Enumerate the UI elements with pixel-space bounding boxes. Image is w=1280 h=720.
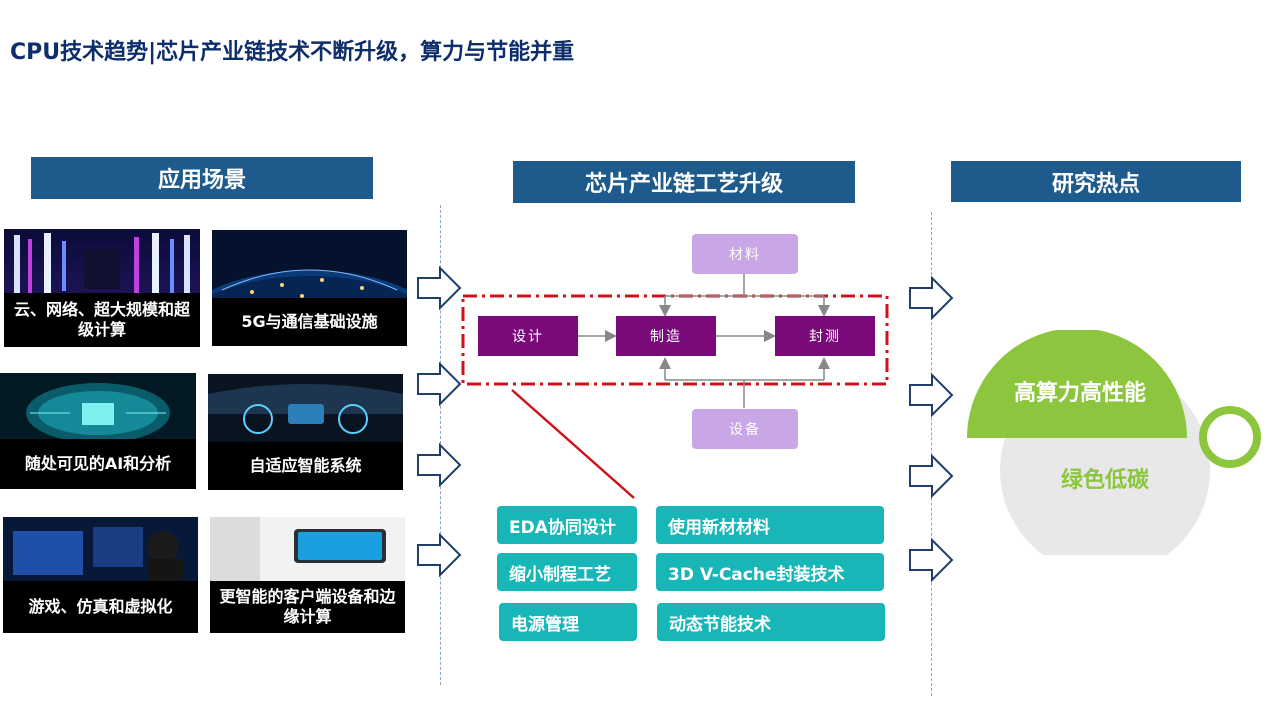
arrow-right-icon xyxy=(417,266,462,310)
section-header-process: 芯片产业链工艺升级 xyxy=(513,161,855,203)
flow-node-manufacture: 制造 xyxy=(616,316,716,356)
scenario-label: 5G与通信基础设施 xyxy=(212,298,407,346)
flow-node-packaging: 封测 xyxy=(775,316,875,356)
flow-node-design: 设计 xyxy=(478,316,578,356)
scenario-tile-edge: 更智能的客户端设备和边缘计算 xyxy=(210,517,405,633)
section-header-applications: 应用场景 xyxy=(31,157,373,199)
arrow-right-icon xyxy=(417,362,462,406)
scenario-tile-adaptive: 自适应智能系统 xyxy=(208,374,403,490)
arrow-right-icon xyxy=(909,454,954,498)
arrow-right-icon xyxy=(417,443,462,487)
scenario-label: 游戏、仿真和虚拟化 xyxy=(3,581,198,633)
arrow-right-icon xyxy=(909,276,954,320)
scenario-label: 云、网络、超大规模和超级计算 xyxy=(4,293,200,347)
arrow-right-icon xyxy=(417,533,462,577)
research-graphic xyxy=(967,330,1261,555)
flow-node-material: 材料 xyxy=(692,234,798,274)
page-title: CPU技术趋势|芯片产业链技术不断升级，算力与节能并重 xyxy=(10,40,575,65)
scenario-label: 随处可见的AI和分析 xyxy=(0,439,196,489)
scenario-tile-ai: 随处可见的AI和分析 xyxy=(0,373,196,489)
research-high-performance: 高算力高性能 xyxy=(1013,381,1146,406)
arrow-right-icon xyxy=(909,373,954,417)
research-green: 绿色低碳 xyxy=(1060,468,1149,493)
scenario-tile-gaming: 游戏、仿真和虚拟化 xyxy=(3,517,198,633)
flow-node-equipment: 设备 xyxy=(692,409,798,449)
tech-item: 3D V-Cache封装技术 xyxy=(656,553,884,591)
tech-item: 电源管理 xyxy=(499,603,637,641)
flow-connectors xyxy=(461,274,889,499)
scenario-label: 更智能的客户端设备和边缘计算 xyxy=(210,581,405,633)
tech-item: 缩小制程工艺 xyxy=(497,553,637,591)
tech-item: 动态节能技术 xyxy=(657,603,885,641)
section-header-research: 研究热点 xyxy=(951,161,1241,202)
tech-item: 使用新材材料 xyxy=(656,506,884,544)
scenario-tile-5g: 5G与通信基础设施 xyxy=(212,230,407,346)
divider-right xyxy=(931,212,932,696)
arrow-right-icon xyxy=(909,538,954,582)
scenario-tile-cloud: 云、网络、超大规模和超级计算 xyxy=(4,229,200,347)
tech-item: EDA协同设计 xyxy=(497,506,637,544)
scenario-label: 自适应智能系统 xyxy=(208,442,403,490)
